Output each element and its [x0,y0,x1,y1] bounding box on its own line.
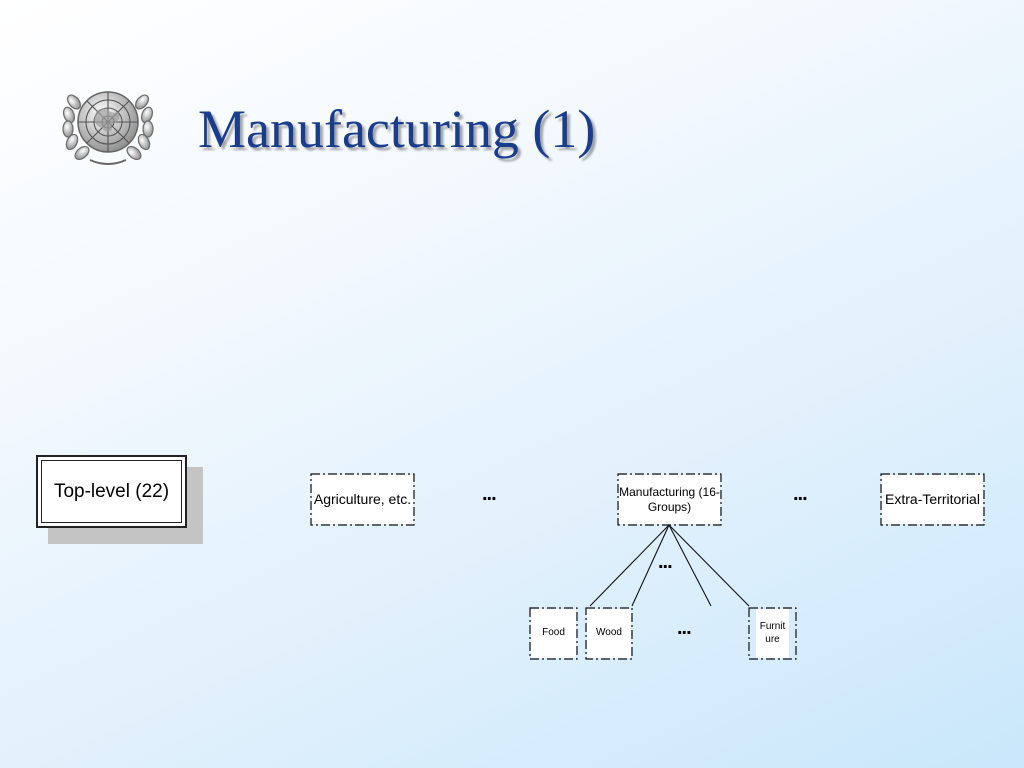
manufacturing-node: Manufacturing (16-Groups) [619,475,720,524]
food-box-border [529,607,578,660]
ellipsis-groups-upper: ... [658,551,673,573]
food-label: Food [542,627,565,639]
connector-food [589,524,670,607]
wood-label: Wood [596,627,622,639]
manufacturing-label: Manufacturing (16-Groups) [619,484,720,514]
furniture-label: Furnit ure [759,621,786,645]
un-emblem-icon [62,91,154,165]
connector-furniture [668,524,750,607]
furniture-node: Furnit ure [756,609,789,658]
wood-node: Wood [587,609,631,658]
agriculture-box-border [310,473,415,526]
top-level-box: Top-level (22) [36,455,187,528]
ellipsis-groups-lower: ... [677,617,692,639]
wood-box-border [585,607,633,660]
furniture-box-border [748,607,797,660]
ellipsis-sections-right: ... [793,483,808,505]
extra-territorial-label: Extra-Territorial [885,490,980,507]
agriculture-node: Agriculture, etc. [312,475,413,524]
extra-territorial-node: Extra-Territorial [882,475,983,524]
connector-wood [631,524,670,607]
ellipsis-sections-left: ... [482,483,497,505]
agriculture-label: Agriculture, etc. [313,490,412,507]
extra-territorial-box-border [880,473,985,526]
top-level-label: Top-level (22) [53,480,170,502]
page-title: Manufacturing (1) [198,99,596,159]
connector-more [668,524,712,607]
food-node: Food [531,609,576,658]
